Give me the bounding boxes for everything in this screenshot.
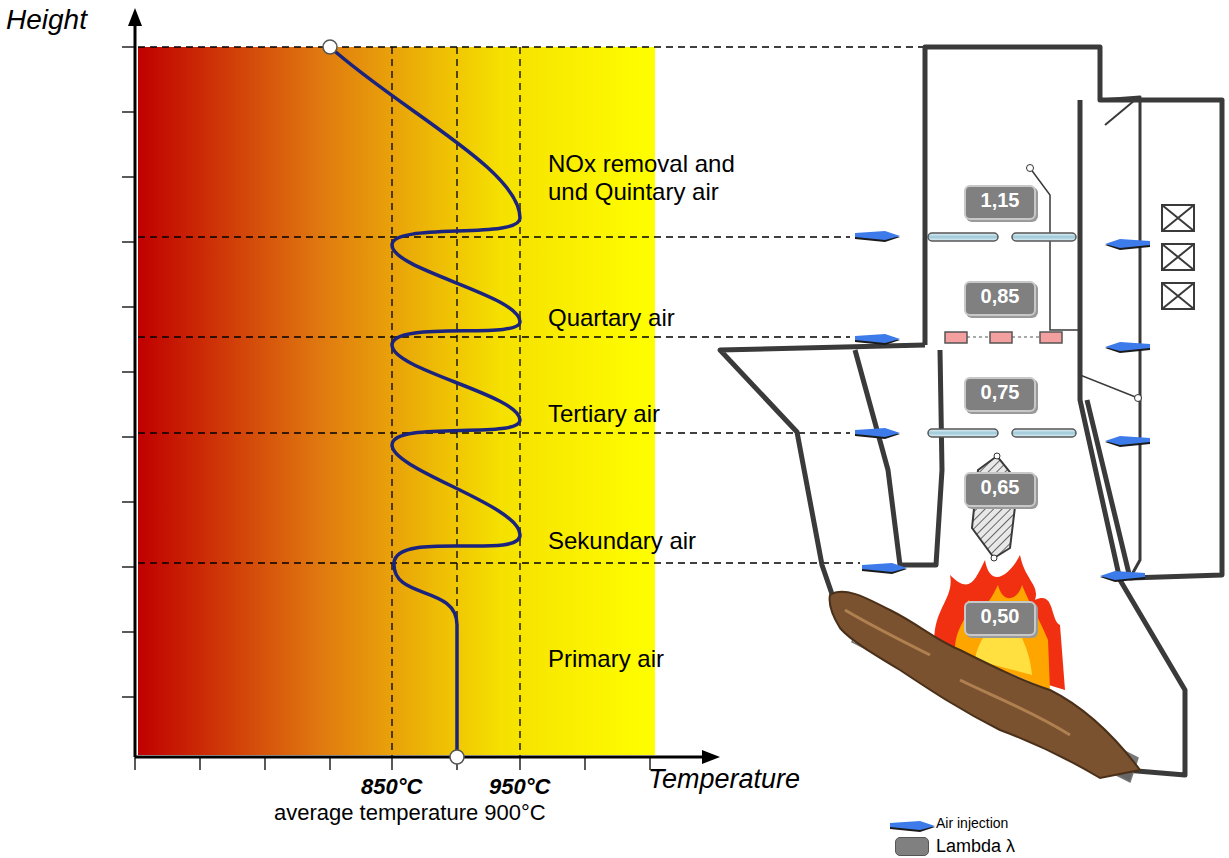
tick-label: 850°C [361,774,422,799]
lambda-value: 0,75 [966,381,1034,404]
lambda-value: 0,65 [966,476,1034,499]
axis-caption: average temperature 900°C [274,800,546,825]
zone-label: Tertiary air [548,400,660,428]
zone-label: Quartary air [548,304,675,332]
lambda-box: 0,75 [964,377,1036,412]
zone-label: Sekundary air [548,527,696,555]
lambda-value: 0,85 [966,285,1034,308]
lambda-box: 0,65 [964,472,1036,507]
legend-arrow [890,821,935,832]
tick-label: 950°C [489,774,550,799]
zone-label: Primary air [548,645,664,673]
lambda-value: 1,15 [966,189,1034,212]
lambda-box: 1,15 [964,185,1036,220]
legend-swatch [895,837,929,856]
lambda-value: 0,50 [966,605,1034,628]
axis-title: Temperature [648,764,800,795]
zone-label: NOx removal and und Quintary air [548,150,773,205]
legend-text: Lambda λ [936,836,1015,857]
axis-title: Height [6,4,87,36]
lambda-box: 0,50 [964,601,1036,636]
legend-text: Air injection [936,815,1008,831]
lambda-box: 0,85 [964,281,1036,316]
